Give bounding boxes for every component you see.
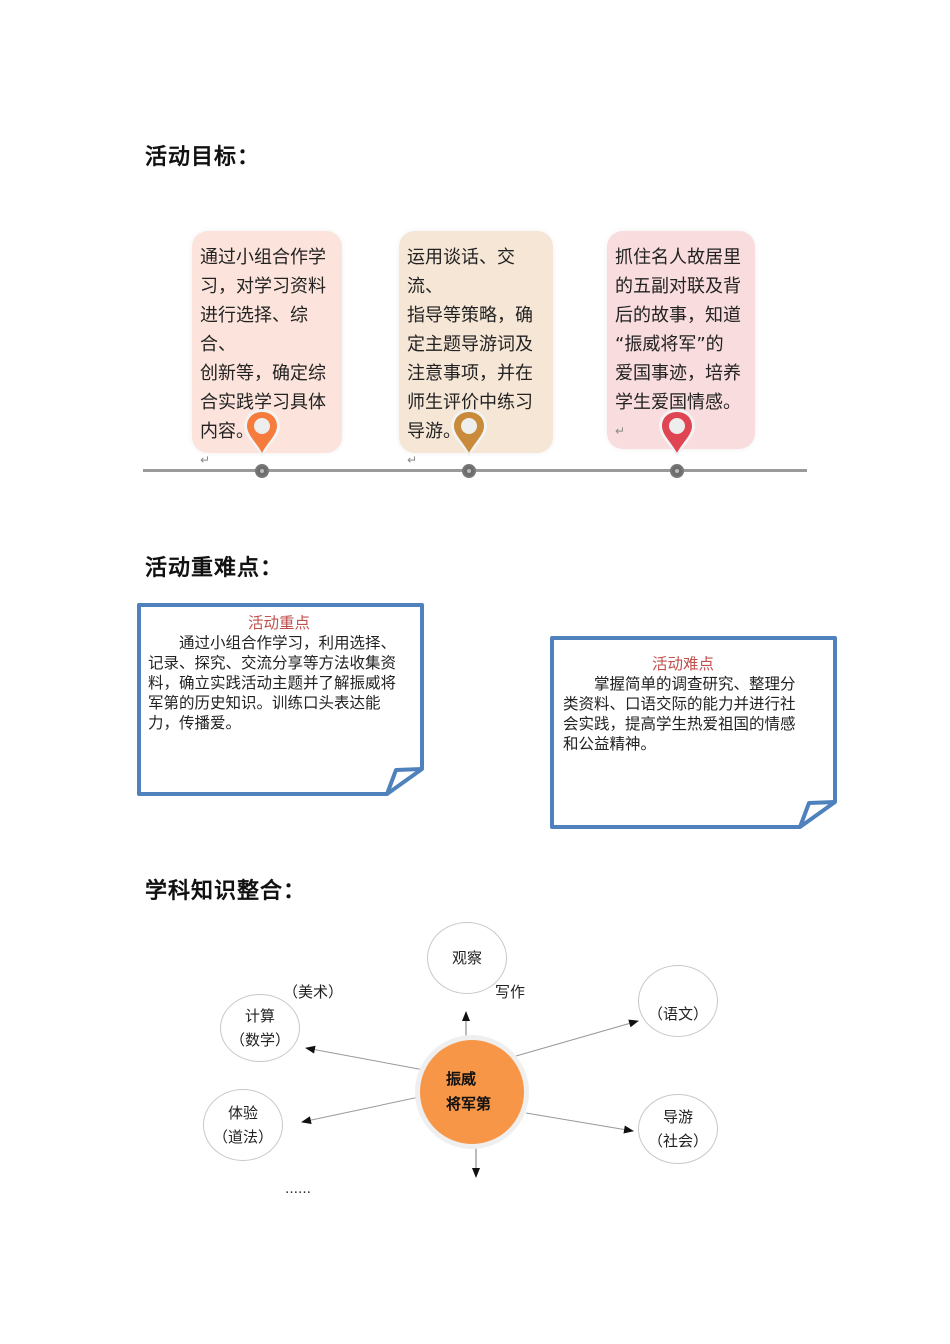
node-label: 观察 [451,949,482,967]
node-label: （语文） [647,1005,708,1023]
section-heading-goals: 活动目标： [145,145,261,170]
goal-card-text: 通过小组合作学 习，对学习资料 进行选择、综合、 创新等，确定综 合实践学习具体… [200,247,326,442]
label-ellipsis: …… [285,1182,311,1197]
section-heading-key-points: 活动重难点： [145,556,284,581]
mindmap-node-observe: 观察 [427,922,507,994]
folded-note-frame [550,636,837,829]
mindmap-center-node: 振威 将军第 [420,1040,524,1144]
mindmap-node-ethics: 体验 （道法） [203,1089,283,1161]
section-heading-integration: 学科知识整合： [145,879,307,904]
goal-card-text: 运用谈话、交流、 指导等策略，确 定主题导游词及 注意事项，并在 师生评价中练习… [407,247,533,442]
timeline-dot [462,464,476,478]
label-writing: 写作 [495,983,526,1001]
node-sublabel: （数学） [229,1031,290,1049]
map-pin-icon [659,409,695,457]
note-body: 掌握简单的调查研究、整理分类资料、口语交际的能力并进行社会实践，提高学生热爱祖国… [563,675,796,753]
folded-note-frame [137,603,424,796]
node-sublabel: （道法） [212,1128,273,1146]
node-label: 计算 [244,1007,275,1025]
key-point-note: 活动重点 通过小组合作学习，利用选择、记录、探究、交流分享等方法收集资料，确立实… [136,602,426,798]
difficulty-note: 活动难点 掌握简单的调查研究、整理分类资料、口语交际的能力并进行社会实践，提高学… [549,635,839,831]
mindmap-node-math: 计算 （数学） [220,994,300,1062]
node-label: 导游 [662,1108,693,1126]
node-sublabel: （社会） [647,1132,708,1150]
center-label: 振威 [446,1070,477,1088]
timeline-dot [255,464,269,478]
goal-card-2: 运用谈话、交流、 指导等策略，确 定主题导游词及 注意事项，并在 师生评价中练习… [399,231,553,467]
goal-card-1: 通过小组合作学 习，对学习资料 进行选择、综合、 创新等，确定综 合实践学习具体… [192,231,342,467]
timeline-dot [670,464,684,478]
map-pin-icon [244,409,280,457]
goal-card-text: 抓住名人故居里 的五副对联及背 后的故事，知道 “振威将军”的 爱国事迹，培养 … [615,247,741,413]
return-mark: ↵ [407,453,418,467]
node-label: 体验 [227,1104,258,1122]
center-sublabel: 将军第 [446,1095,492,1113]
return-mark: ↵ [615,424,626,438]
note-body: 通过小组合作学习，利用选择、记录、探究、交流分享等方法收集资料，确立实践活动主题… [148,634,397,732]
mindmap-node-social: 导游 （社会） [638,1094,718,1164]
note-title: 活动难点 [651,655,714,673]
label-art: （美术） [283,983,344,1001]
return-mark: ↵ [200,453,211,467]
map-pin-icon [451,409,487,457]
note-title: 活动重点 [247,614,310,632]
mindmap-node-chinese: （语文） [638,965,718,1037]
